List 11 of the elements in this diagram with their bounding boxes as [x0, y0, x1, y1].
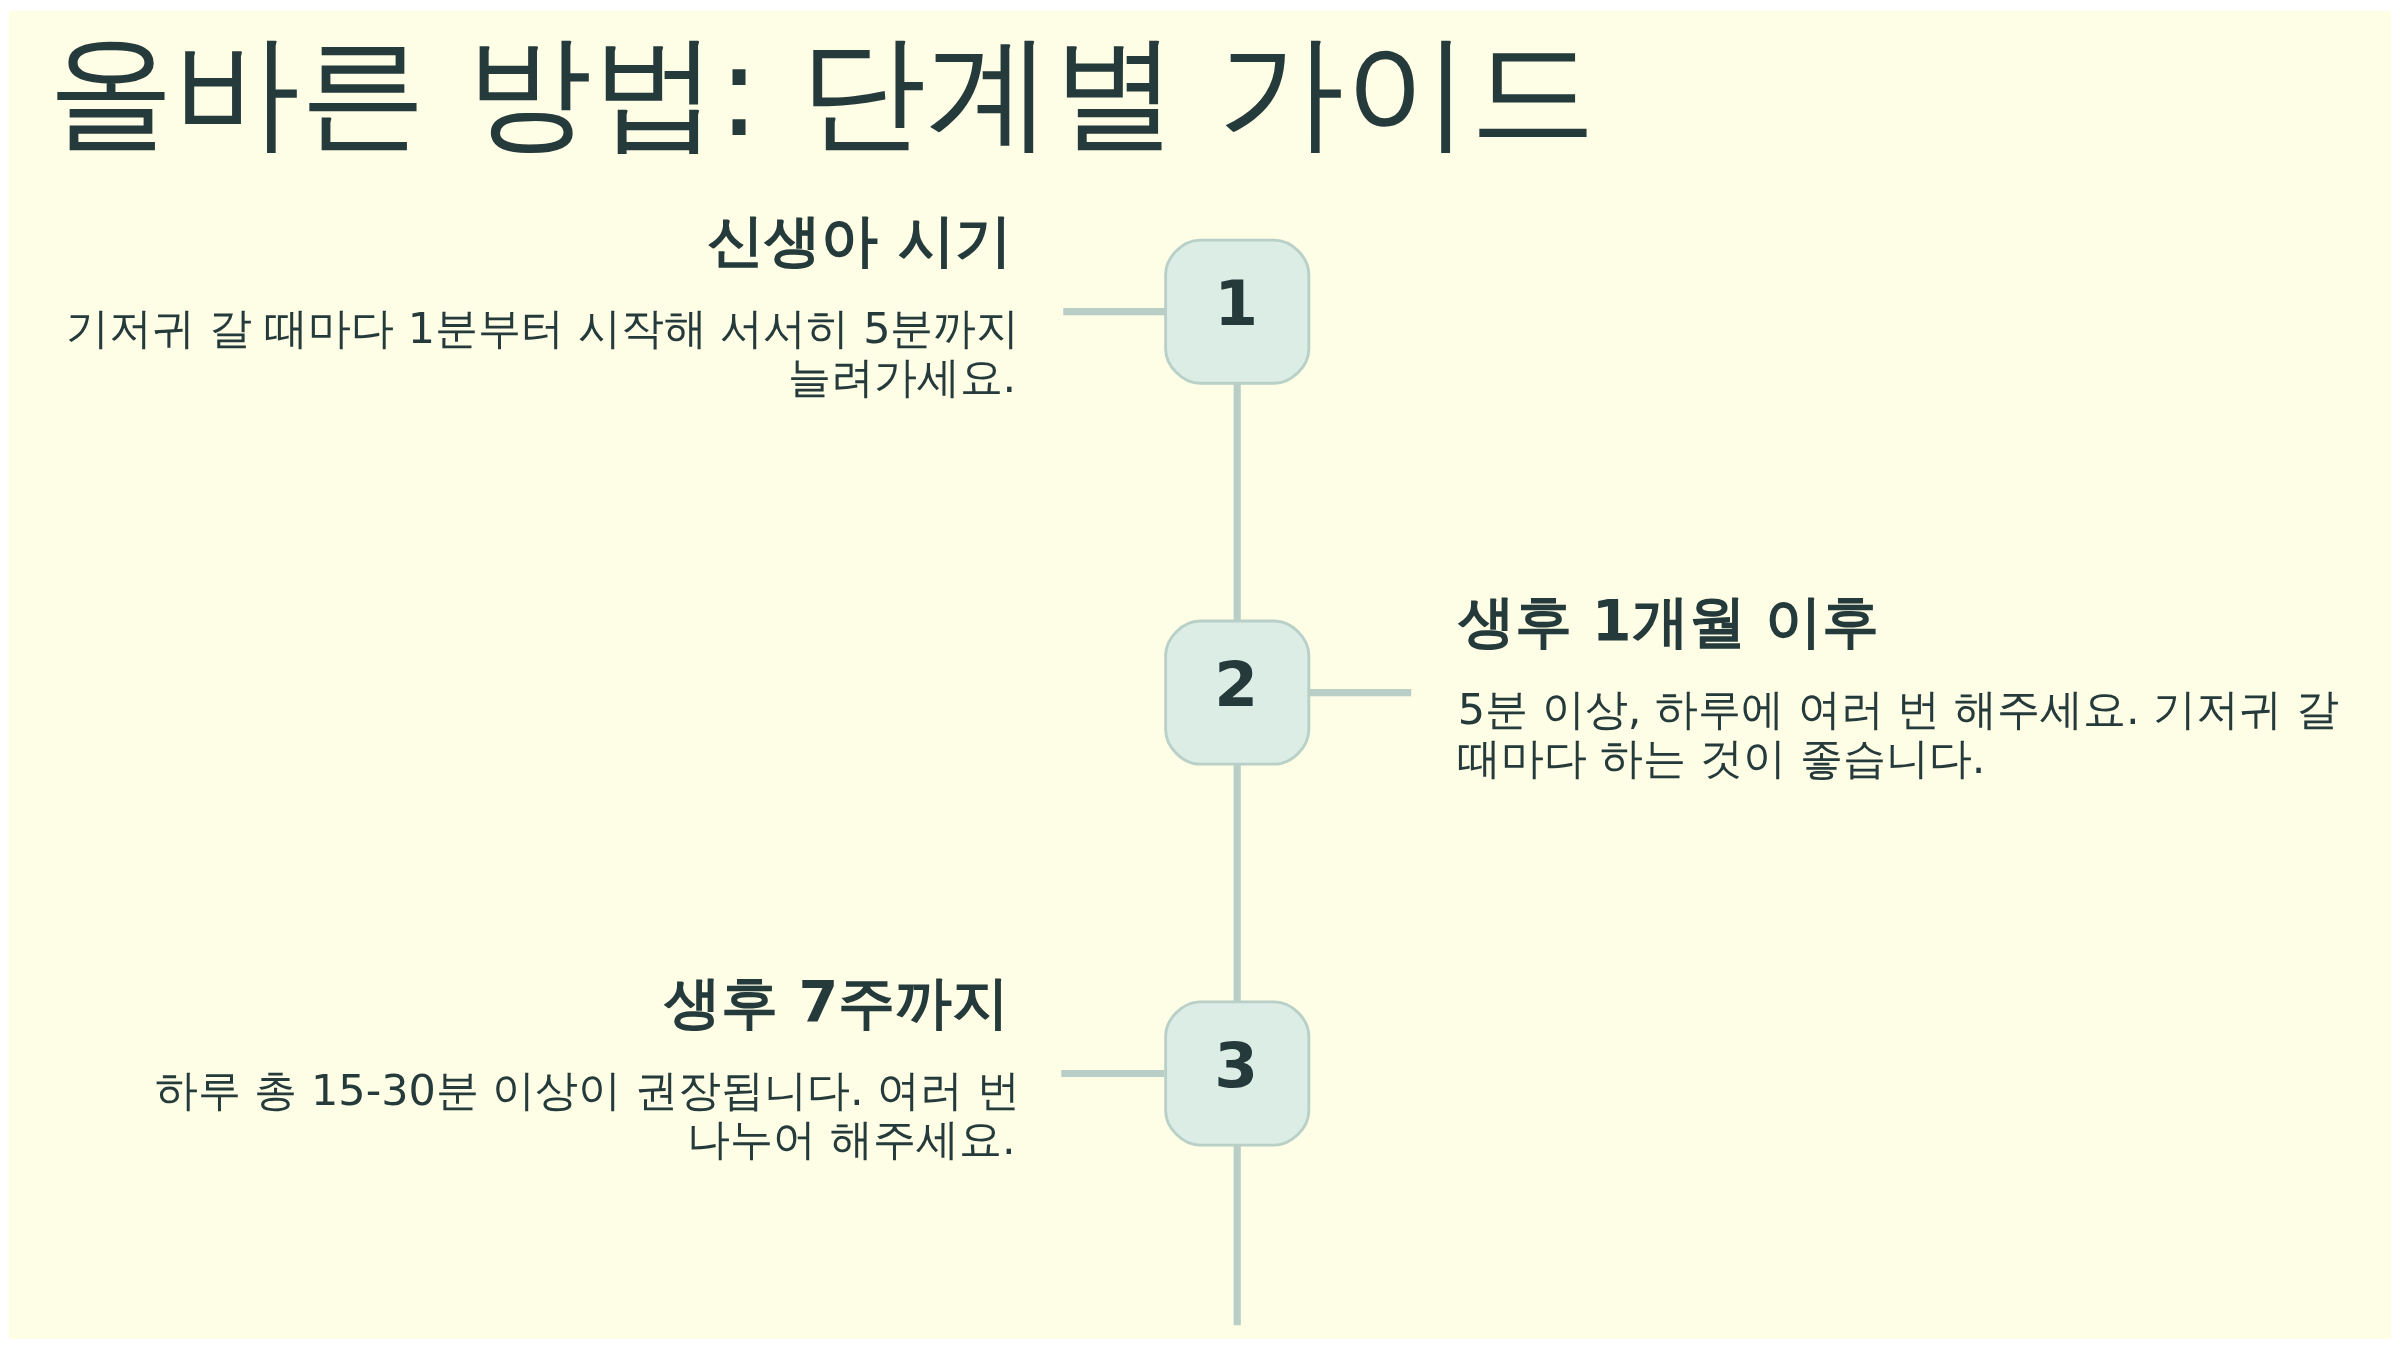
node-box: 1	[1164, 238, 1311, 385]
node-text: 신생아 시기 기저귀 갈 때마다 1분부터 시작해 서서히 5분까지 늘려가세요.	[65, 207, 1020, 402]
node-text: 생후 1개월 이후 5분 이상, 하루에 여러 번 해주세요. 기저귀 갈 때마다 하는 것이 좋습니다.	[1457, 588, 2339, 783]
node-box: 2	[1164, 619, 1311, 766]
diagram-title: 올바른 방법: 단계별 가이드	[47, 17, 1597, 165]
connector	[1233, 764, 1241, 1001]
connector	[1309, 689, 1412, 697]
node-text: 생후 7주까지 하루 총 15-30분 이상이 권장됩니다. 여러 번 나누어 해주세요.	[154, 968, 1021, 1164]
connector	[1233, 1145, 1241, 1326]
node-box: 3	[1164, 1000, 1311, 1147]
connector	[1233, 383, 1241, 621]
